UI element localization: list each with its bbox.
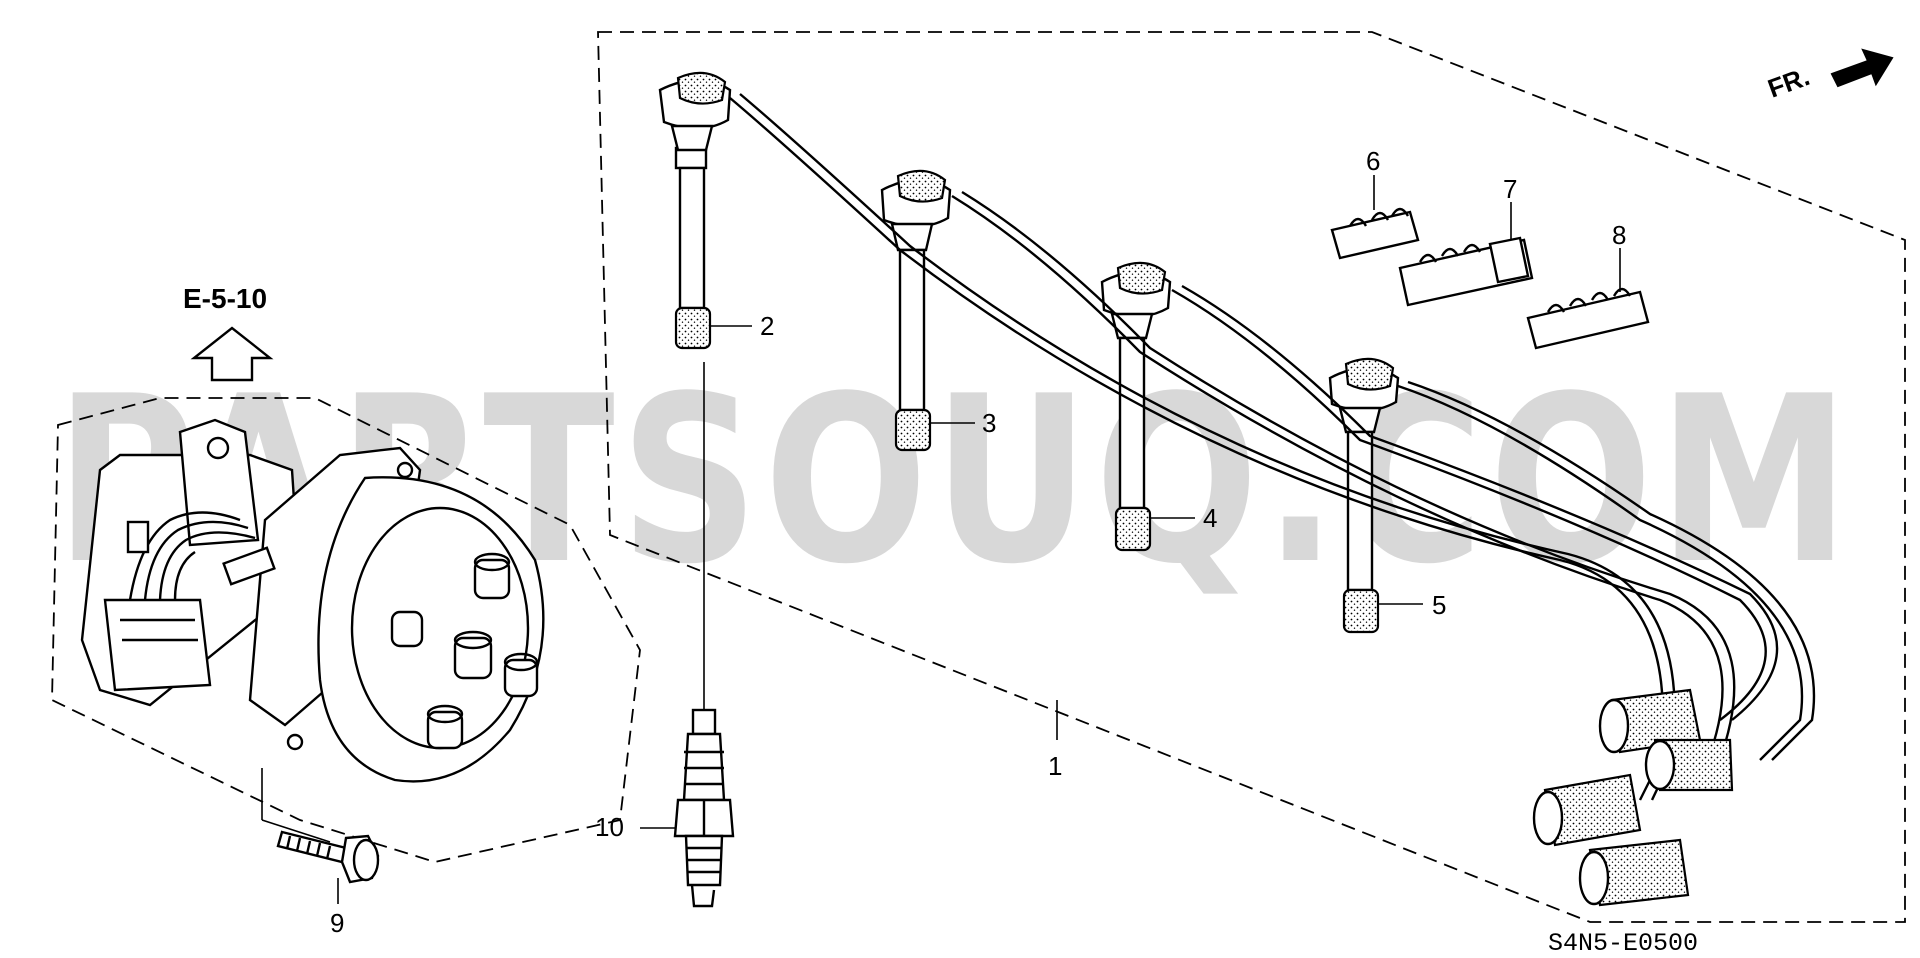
- callout-7[interactable]: 7: [1503, 174, 1517, 204]
- distributor-boundary: [51, 397, 641, 863]
- callout-9[interactable]: 9: [330, 908, 344, 938]
- callout-10[interactable]: 10: [595, 812, 624, 842]
- callout-3[interactable]: 3: [982, 408, 996, 438]
- plug-wire-2: [658, 71, 752, 350]
- spark-plug: [640, 362, 735, 908]
- plug-wire-3: [880, 169, 975, 452]
- callout-2[interactable]: 2: [760, 311, 774, 341]
- plug-wire-5: [1328, 357, 1423, 634]
- wire-kit-boundary: [597, 31, 1906, 923]
- callout-8[interactable]: 8: [1612, 220, 1626, 250]
- front-label: FR.: [1764, 61, 1814, 104]
- callout-5[interactable]: 5: [1432, 590, 1446, 620]
- plug-wire-4: [1100, 261, 1195, 552]
- reference-label[interactable]: E-5-10: [183, 283, 267, 314]
- wire-clamp-8: [1526, 248, 1650, 350]
- front-arrow-icon: [1830, 48, 1894, 88]
- wire-end-boots: [1532, 688, 1734, 907]
- callout-4[interactable]: 4: [1203, 503, 1217, 533]
- ignition-wires: [729, 93, 1816, 801]
- reference-arrow: E-5-10: [183, 283, 274, 382]
- wire-clamp-6: [1330, 175, 1420, 260]
- front-direction-indicator: FR.: [1764, 48, 1894, 104]
- callout-1[interactable]: 1: [1048, 751, 1062, 781]
- distributor: [80, 418, 545, 783]
- callout-6[interactable]: 6: [1366, 146, 1380, 176]
- illustration-code: S4N5-E0500: [1548, 929, 1698, 958]
- wire-clamp-7: [1398, 202, 1534, 307]
- bolt: [261, 768, 380, 904]
